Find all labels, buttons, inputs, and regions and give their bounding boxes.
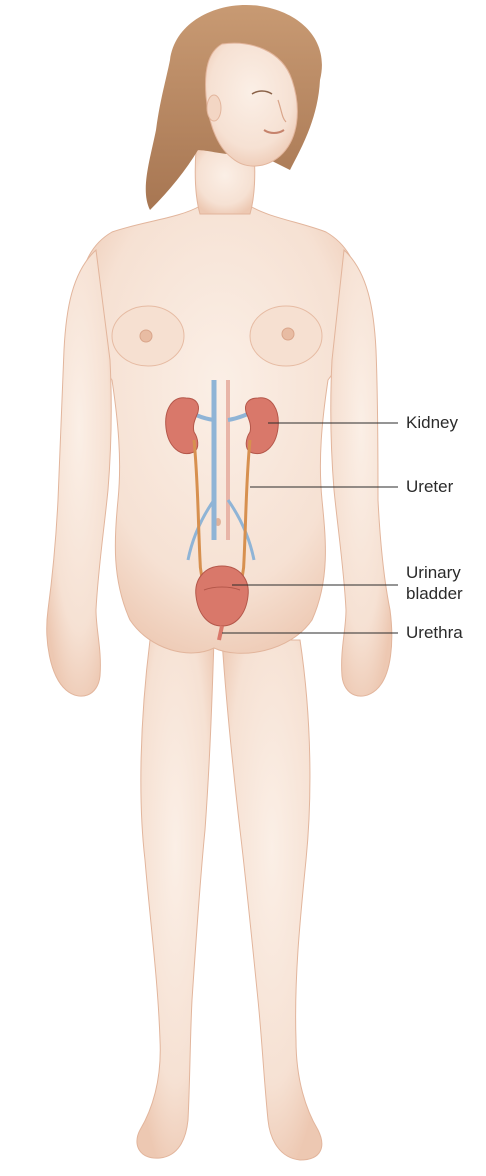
ureter-label: Ureter — [406, 476, 453, 497]
urinary-bladder-label: Urinary bladder — [406, 562, 463, 604]
body — [47, 150, 392, 1160]
urinary-bladder — [196, 566, 249, 626]
left-leg — [137, 640, 214, 1158]
right-leg — [222, 640, 322, 1160]
urethra-label: Urethra — [406, 622, 463, 643]
urinary-bladder-label-line2: bladder — [406, 583, 463, 604]
right-arm — [331, 250, 392, 696]
left-arm — [47, 250, 112, 696]
urinary-bladder-label-line1: Urinary — [406, 562, 463, 583]
kidney-label: Kidney — [406, 412, 458, 433]
